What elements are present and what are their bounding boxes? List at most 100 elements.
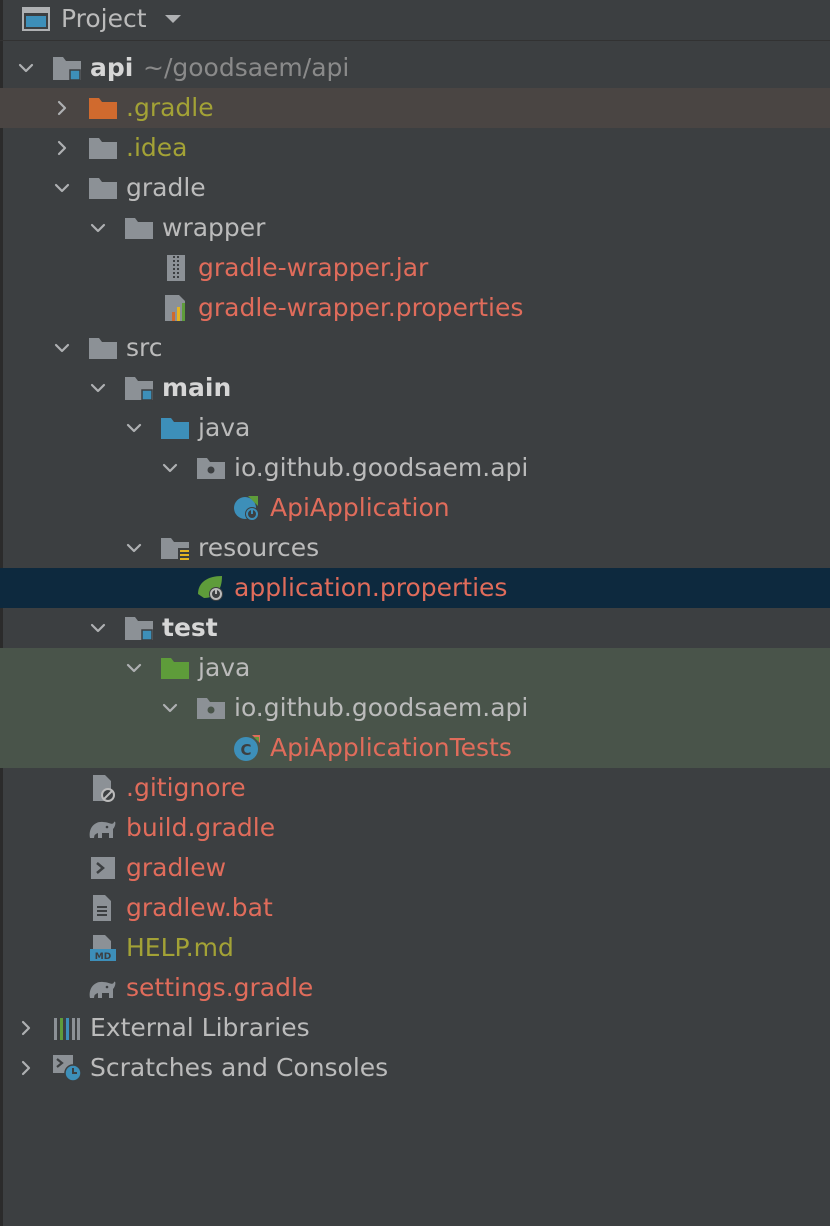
tree-node-label: java xyxy=(198,653,251,682)
chevron-down-icon[interactable] xyxy=(90,380,106,396)
chevron-right-icon[interactable] xyxy=(18,1060,34,1076)
tree-node-resources[interactable]: resources xyxy=(0,528,830,568)
tree-node-label: resources xyxy=(198,533,320,562)
tool-window-title[interactable]: Project xyxy=(61,4,147,33)
tree-node-main-package[interactable]: io.github.goodsaem.api xyxy=(0,448,830,488)
tree-node-external-libraries[interactable]: External Libraries xyxy=(0,1008,830,1048)
text-file-icon xyxy=(93,895,111,921)
tree-node-label: .idea xyxy=(126,133,188,162)
libraries-icon xyxy=(54,1018,80,1040)
package-icon xyxy=(197,458,225,479)
gradle-elephant-icon xyxy=(89,981,116,998)
tree-node-src[interactable]: src xyxy=(0,328,830,368)
svg-text:C: C xyxy=(240,741,251,759)
tree-node-gradle-cache[interactable]: .gradle xyxy=(0,88,830,128)
folder-orange-icon xyxy=(89,98,117,119)
test-class-icon: C xyxy=(234,735,260,761)
chevron-down-icon[interactable] xyxy=(90,220,106,236)
tree-node-test-package[interactable]: io.github.goodsaem.api xyxy=(0,688,830,728)
dropdown-caret-icon[interactable] xyxy=(163,12,183,26)
tree-node-label: .gradle xyxy=(126,93,214,122)
tree-node-idea[interactable]: .idea xyxy=(0,128,830,168)
tree-node-label: wrapper xyxy=(162,213,266,242)
tree-node-wrapper[interactable]: wrapper xyxy=(0,208,830,248)
chevron-down-icon[interactable] xyxy=(162,460,178,476)
tree-node-label: ApiApplicationTests xyxy=(270,733,512,762)
tree-node-label: HELP.md xyxy=(126,933,234,962)
root-path-hint: ~/goodsaem/api xyxy=(143,53,350,82)
chevron-down-icon[interactable] xyxy=(162,700,178,716)
tree-node-api-application-tests[interactable]: C ApiApplicationTests xyxy=(0,728,830,768)
tree-node-gradlew[interactable]: gradlew xyxy=(0,848,830,888)
spring-properties-icon xyxy=(198,576,223,601)
tree-node-api-application[interactable]: ApiApplication xyxy=(0,488,830,528)
tree-node-label: io.github.goodsaem.api xyxy=(234,693,529,722)
tree-node-label: External Libraries xyxy=(90,1013,310,1042)
tree-node-main-java[interactable]: java xyxy=(0,408,830,448)
markdown-file-icon: MD xyxy=(90,935,116,962)
gradle-elephant-icon xyxy=(89,821,116,838)
module-folder-icon xyxy=(125,377,153,401)
tree-node-gradle-wrapper-jar[interactable]: gradle-wrapper.jar xyxy=(0,248,830,288)
tree-node-label: main xyxy=(162,373,232,402)
scratches-icon xyxy=(53,1055,82,1082)
tree-node-label: gradle xyxy=(126,173,206,202)
tool-window-header: Project xyxy=(0,0,830,41)
tree-node-label: gradle-wrapper.jar xyxy=(198,253,429,282)
chevron-right-icon[interactable] xyxy=(54,140,70,156)
tree-node-label: gradlew xyxy=(126,853,227,882)
tree-node-label: src xyxy=(126,333,163,362)
tree-node-test-java[interactable]: java xyxy=(0,648,830,688)
project-window-icon xyxy=(22,7,50,31)
tree-node-label: build.gradle xyxy=(126,813,276,842)
svg-text:MD: MD xyxy=(95,952,111,962)
spring-boot-class-icon xyxy=(234,496,259,521)
tree-node-test[interactable]: test xyxy=(0,608,830,648)
resources-folder-icon xyxy=(161,538,189,561)
folder-icon xyxy=(89,138,117,159)
chevron-down-icon[interactable] xyxy=(54,180,70,196)
chevron-right-icon[interactable] xyxy=(18,1020,34,1036)
tree-node-label: io.github.goodsaem.api xyxy=(234,453,529,482)
tree-node-label: settings.gradle xyxy=(126,973,314,1002)
chevron-right-icon[interactable] xyxy=(54,100,70,116)
tree-node-label: .gitignore xyxy=(126,773,246,802)
chevron-down-icon[interactable] xyxy=(126,540,142,556)
tree-node-root-api[interactable]: api ~/goodsaem/api xyxy=(0,48,830,88)
tree-node-scratches-and-consoles[interactable]: Scratches and Consoles xyxy=(0,1048,830,1088)
chevron-down-icon[interactable] xyxy=(90,620,106,636)
chevron-down-icon[interactable] xyxy=(18,60,34,76)
shell-script-icon xyxy=(91,857,115,879)
jar-file-icon xyxy=(167,255,185,281)
tree-node-application-properties[interactable]: application.properties xyxy=(0,568,830,608)
tree-node-gradle[interactable]: gradle xyxy=(0,168,830,208)
tree-node-label: gradlew.bat xyxy=(126,893,273,922)
panel-edge xyxy=(0,0,3,1226)
tree-node-label: api xyxy=(90,53,134,82)
tree-node-help-md[interactable]: MD HELP.md xyxy=(0,928,830,968)
chevron-down-icon[interactable] xyxy=(126,660,142,676)
chevron-down-icon[interactable] xyxy=(54,340,70,356)
tree-node-gradlew-bat[interactable]: gradlew.bat xyxy=(0,888,830,928)
tree-node-settings-gradle[interactable]: settings.gradle xyxy=(0,968,830,1008)
tree-node-label: ApiApplication xyxy=(270,493,450,522)
folder-icon xyxy=(89,338,117,359)
tree-node-main[interactable]: main xyxy=(0,368,830,408)
folder-icon xyxy=(89,178,117,199)
chevron-down-icon[interactable] xyxy=(126,420,142,436)
tree-node-label: application.properties xyxy=(234,573,508,602)
tree-node-gitignore[interactable]: .gitignore xyxy=(0,768,830,808)
source-folder-blue-icon xyxy=(161,418,189,439)
tree-node-label: Scratches and Consoles xyxy=(90,1053,389,1082)
tree-node-label: java xyxy=(198,413,251,442)
ignore-file-icon xyxy=(93,775,115,802)
tree-node-build-gradle[interactable]: build.gradle xyxy=(0,808,830,848)
module-folder-icon xyxy=(125,617,153,641)
properties-file-icon xyxy=(165,295,185,321)
module-folder-icon xyxy=(53,57,81,81)
tree-node-label: gradle-wrapper.properties xyxy=(198,293,524,322)
tree-node-gradle-wrapper-properties[interactable]: gradle-wrapper.properties xyxy=(0,288,830,328)
source-folder-green-icon xyxy=(161,658,189,679)
tree-node-label: test xyxy=(162,613,218,642)
